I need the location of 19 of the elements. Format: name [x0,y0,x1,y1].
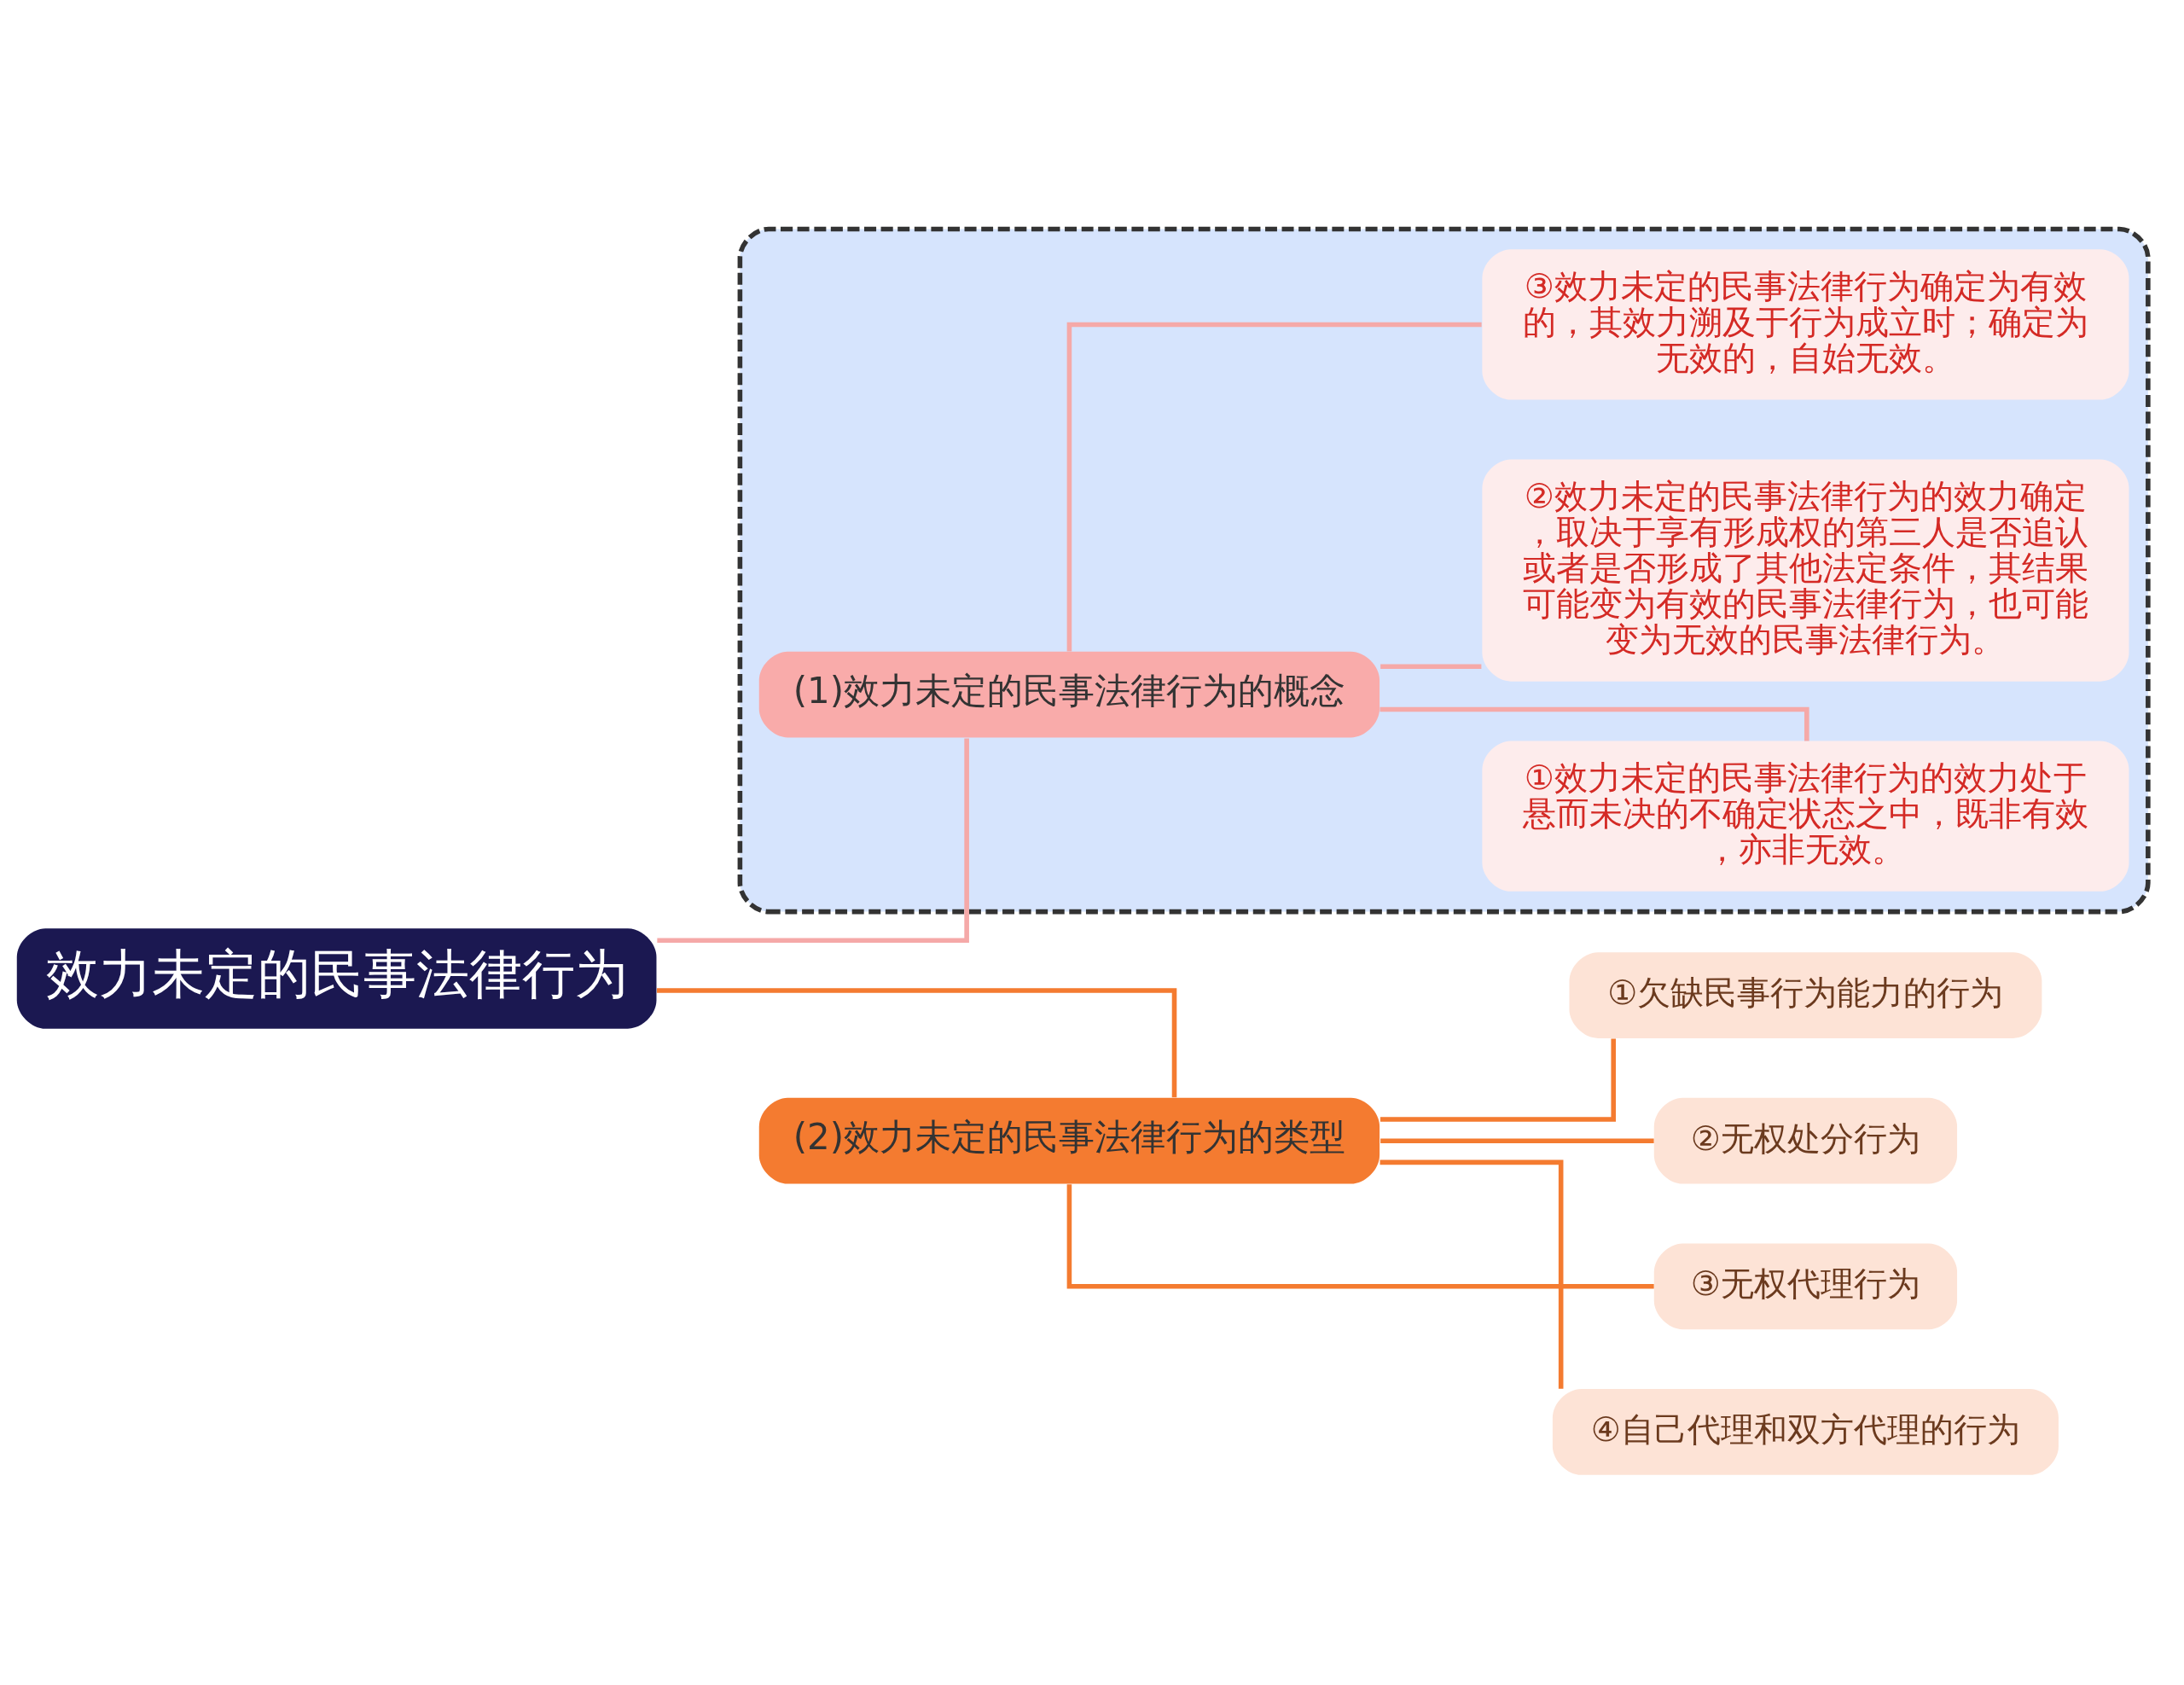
connector [1380,1159,1564,1389]
node-box: 效力未定的民事法律行为 [16,928,657,1029]
cluster [737,226,2151,915]
node-box: ③效力未定的民事法律行为确定为有效的，其效力溯及于行为成立时；确定为无效的，自始无效。 [1482,249,2129,400]
connector [1380,1038,1617,1122]
node-box: ①效力未定的民事法律行为的效力处于悬而未决的不确定状态之中，既非有效，亦非无效。 [1482,741,2129,892]
node-box: ①欠缺民事行为能力的行为 [1569,952,2042,1038]
node-box: (2)效力未定的民事法律行为的类型 [758,1097,1380,1184]
connector [657,988,1177,1098]
connector [1380,664,1482,669]
connector [1066,1184,1654,1289]
connector [1066,322,1482,652]
node-box: ④自己代理和双方代理的行为 [1552,1389,2059,1475]
connector [657,738,969,943]
node-box: ②无权处分行为 [1653,1097,1958,1184]
node-box: (1)效力未定的民事法律行为的概念 [758,651,1380,738]
node-box: ③无权代理行为 [1653,1243,1958,1330]
connector [1380,1138,1654,1143]
node-box: ②效力未定的民事法律行为的效力确定，取决于享有形成权的第三人是否追认或者是否形成了其他法定条件，其结果可能变为有效的民事法律行为，也可能变为无效的民事法律行为。 [1482,459,2129,682]
